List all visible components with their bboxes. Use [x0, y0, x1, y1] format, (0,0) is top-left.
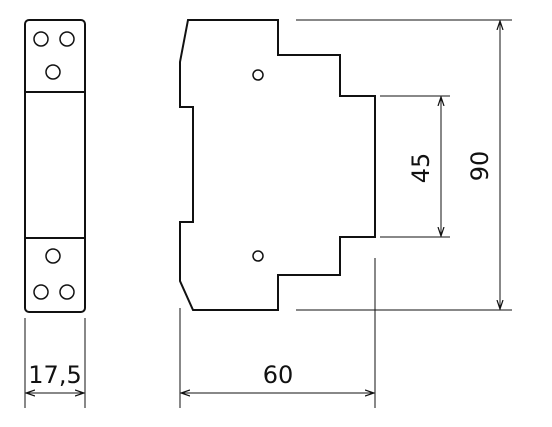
- side-depth-dimension: 60: [179, 258, 376, 408]
- inner-height-dimension: 45: [380, 95, 450, 238]
- mounting-hole-icon: [252, 250, 264, 262]
- terminal-screw-icon: [33, 31, 49, 47]
- total-height-dimension: 90: [296, 19, 512, 311]
- side-depth-label: 60: [263, 361, 294, 389]
- total-height-label: 90: [466, 151, 494, 182]
- terminal-screw-icon: [59, 31, 75, 47]
- front-body-outline: [24, 19, 86, 313]
- mounting-hole-icon: [252, 69, 264, 81]
- front-width-dimension: 17,5: [24, 318, 86, 408]
- terminal-screw-icon: [45, 64, 61, 80]
- side-view: [179, 19, 376, 311]
- terminal-screw-icon: [59, 284, 75, 300]
- inner-height-label: 45: [407, 153, 435, 184]
- side-profile-outline: [179, 19, 376, 311]
- terminal-screw-icon: [33, 284, 49, 300]
- front-width-label: 17,5: [28, 361, 81, 389]
- front-view: [24, 19, 86, 313]
- terminal-screw-icon: [45, 248, 61, 264]
